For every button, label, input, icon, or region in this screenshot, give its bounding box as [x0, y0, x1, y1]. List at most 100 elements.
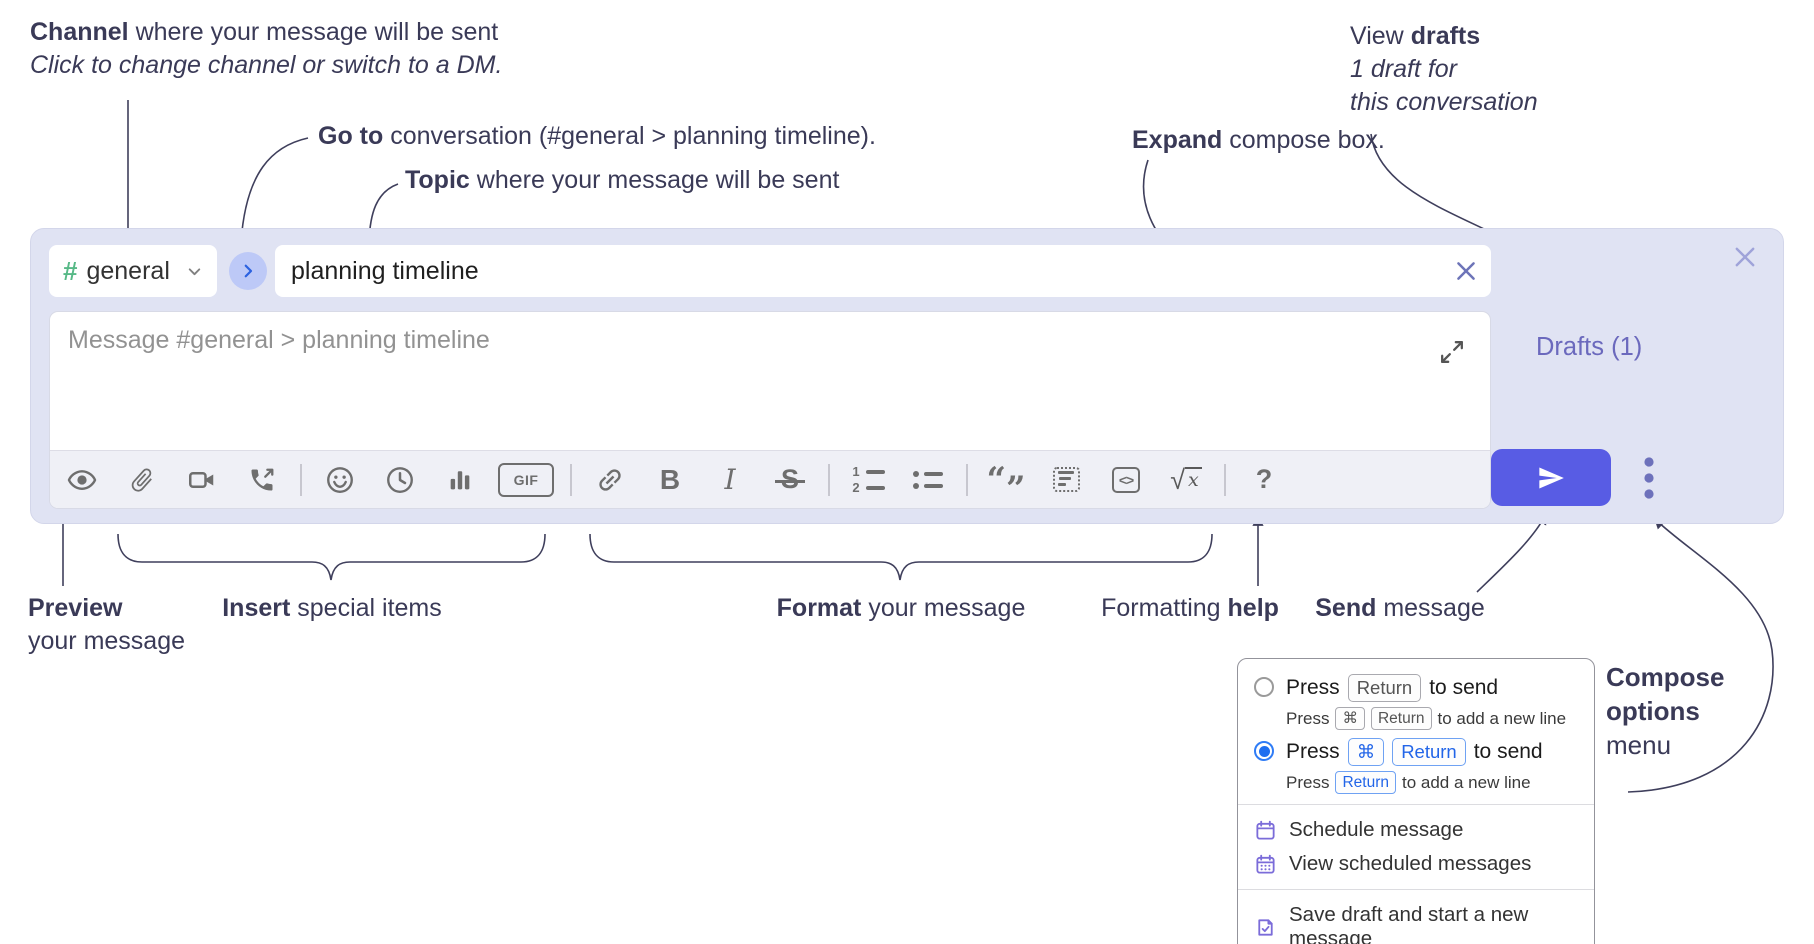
poll-button[interactable] [438, 458, 482, 502]
schedule-message-item[interactable]: Schedule message [1238, 813, 1594, 847]
toolbar-divider [1224, 463, 1226, 496]
toolbar-divider [828, 463, 830, 496]
channel-annotation-sub: Click to change channel or switch to a D… [30, 51, 503, 79]
global-time-button[interactable] [378, 458, 422, 502]
eye-icon [67, 465, 97, 495]
attach-file-button[interactable] [120, 458, 164, 502]
paper-plane-icon [1537, 464, 1565, 492]
italic-icon: I [724, 463, 736, 496]
channel-annotation-bold: Channel [30, 18, 129, 46]
bar-chart-icon [446, 466, 474, 494]
expand-compose-button[interactable] [1440, 340, 1470, 370]
popup-divider [1238, 889, 1594, 890]
paperclip-icon [128, 466, 156, 494]
insert-brace [117, 533, 546, 581]
send-annotation: Send message [1315, 594, 1485, 622]
calendar-grid-icon [1254, 853, 1277, 876]
channel-selector[interactable]: # general [49, 245, 217, 297]
radio-unselected-icon[interactable] [1254, 677, 1274, 697]
return-key: Return [1335, 771, 1396, 794]
view-drafts-annotation: View drafts 1 draft for this conversatio… [1350, 22, 1538, 116]
expand-icon [1440, 340, 1464, 370]
preview-button[interactable] [60, 458, 104, 502]
cmd-key: ⌘ [1347, 738, 1385, 766]
link-icon [595, 465, 625, 495]
view-scheduled-messages-item[interactable]: View scheduled messages [1238, 847, 1594, 881]
compose-options-annotation: Compose options menu [1606, 662, 1725, 760]
save-draft-item[interactable]: Save draft and start a new message [1238, 898, 1594, 944]
toolbar-divider [300, 463, 302, 496]
send-button[interactable] [1491, 449, 1611, 506]
video-camera-icon [187, 465, 217, 495]
return-key: Return [1347, 674, 1422, 702]
spoiler-icon [1052, 467, 1080, 492]
drafts-link[interactable]: Drafts (1) [1536, 333, 1643, 361]
compose-options-button[interactable] [1629, 453, 1669, 503]
phone-outgoing-icon [248, 466, 276, 494]
goto-annotation: Go to conversation (#general > planning … [318, 122, 876, 150]
return-key: Return [1370, 707, 1432, 730]
channel-name: general [86, 256, 170, 285]
format-annotation: Format your message [776, 594, 1026, 622]
chevron-right-icon [239, 262, 257, 280]
close-icon [1731, 243, 1759, 271]
send-annotation-arrow [1476, 514, 1547, 593]
vertical-ellipsis-icon [1643, 455, 1655, 501]
topic-annotation: Topic where your message will be sent [405, 166, 840, 194]
audio-call-button[interactable] [240, 458, 284, 502]
quote-icon: “” [986, 459, 1026, 509]
question-mark-icon: ? [1255, 464, 1273, 494]
numbered-list-button[interactable]: 1 2 [846, 458, 890, 502]
bold-icon: B [659, 463, 681, 495]
italic-button[interactable]: I [708, 458, 752, 502]
preview-annotation: Preview your message [28, 594, 186, 655]
numbered-list-icon: 1 2 [852, 465, 885, 494]
topic-input[interactable] [275, 245, 1491, 297]
channel-hash-icon: # [63, 255, 78, 286]
math-button[interactable]: √x [1164, 458, 1208, 502]
format-brace [589, 533, 1213, 581]
spoiler-button[interactable] [1044, 458, 1088, 502]
link-button[interactable] [588, 458, 632, 502]
code-button[interactable]: <> [1104, 458, 1148, 502]
clear-topic-button[interactable] [1453, 258, 1479, 284]
clock-icon [385, 465, 415, 495]
strikethrough-icon: S [774, 464, 805, 495]
topic-field-wrap [275, 245, 1491, 297]
formatting-help-annotation: Formatting help [1101, 594, 1279, 622]
close-compose-button[interactable] [1731, 243, 1759, 271]
goto-annotation-arrow [235, 137, 309, 245]
radio-selected-icon[interactable] [1254, 741, 1274, 761]
expand-annotation: Expand compose box. [1132, 126, 1385, 154]
formatting-help-button[interactable]: ? [1242, 458, 1286, 502]
insert-annotation: Insert special items [222, 594, 442, 622]
gif-button[interactable]: GIF [498, 458, 554, 502]
compose-box: # general [30, 228, 1784, 524]
channel-annotation: Channel where your message will be sent … [30, 16, 502, 82]
cmd-key: ⌘ [1335, 707, 1365, 730]
toolbar-divider [570, 463, 572, 496]
code-icon: <> [1112, 466, 1140, 493]
chevron-down-icon [186, 263, 203, 280]
popup-divider [1238, 804, 1594, 805]
emoji-button[interactable] [318, 458, 362, 502]
bold-button[interactable]: B [648, 458, 692, 502]
strikethrough-button[interactable]: S [768, 458, 812, 502]
calendar-icon [1254, 819, 1277, 842]
bulleted-list-button[interactable] [906, 458, 950, 502]
message-textarea[interactable] [50, 312, 1490, 450]
go-to-conversation-button[interactable] [229, 252, 267, 290]
close-icon [1453, 258, 1479, 284]
quote-button[interactable]: “” [984, 458, 1028, 509]
message-box: GIF B I S 1 2 [49, 311, 1491, 509]
draft-check-icon [1254, 916, 1277, 939]
video-call-button[interactable] [180, 458, 224, 502]
